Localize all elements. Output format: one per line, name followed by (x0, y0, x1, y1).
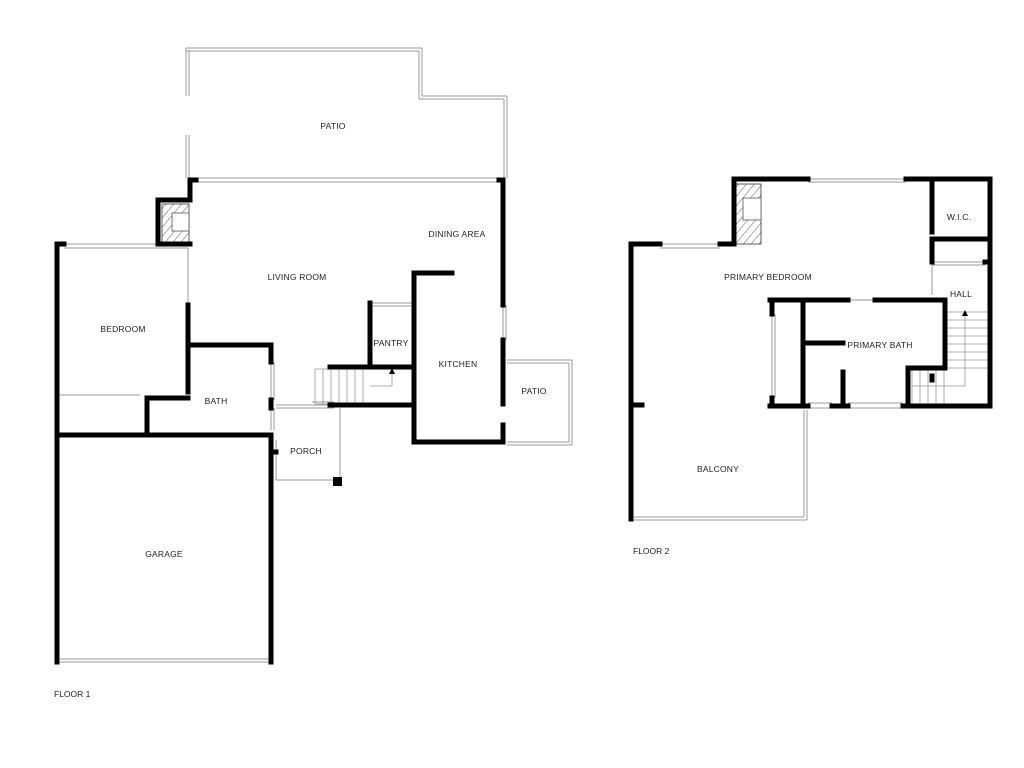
room-label-balcony: BALCONY (696, 464, 740, 474)
room-label-pantry: PANTRY (373, 338, 409, 348)
room-label-wic: W.I.C. (946, 212, 972, 222)
room-label-hall: HALL (949, 289, 973, 299)
porch-pillar (333, 477, 342, 486)
room-label-bath: BATH (204, 396, 228, 406)
room-label-dining-area: DINING AREA (428, 229, 486, 239)
room-label-patio: PATIO (320, 121, 346, 131)
room-label-garage: GARAGE (145, 549, 183, 559)
fireplace-group (161, 183, 762, 245)
floor-2-title: FLOOR 2 (633, 546, 670, 556)
room-label-patio-side: PATIO (521, 386, 547, 396)
floor-1-title: FLOOR 1 (54, 689, 91, 699)
room-label-primary-bedroom: PRIMARY BEDROOM (724, 272, 812, 282)
fireplace-insert-floor2 (742, 197, 762, 221)
room-label-primary-bath: PRIMARY BATH (847, 340, 913, 350)
room-label-living-room: LIVING ROOM (267, 272, 327, 282)
room-label-kitchen: KITCHEN (438, 359, 478, 369)
fireplace-insert-floor1 (171, 212, 190, 232)
room-label-bedroom: BEDROOM (100, 324, 146, 334)
room-label-porch: PORCH (290, 446, 322, 456)
